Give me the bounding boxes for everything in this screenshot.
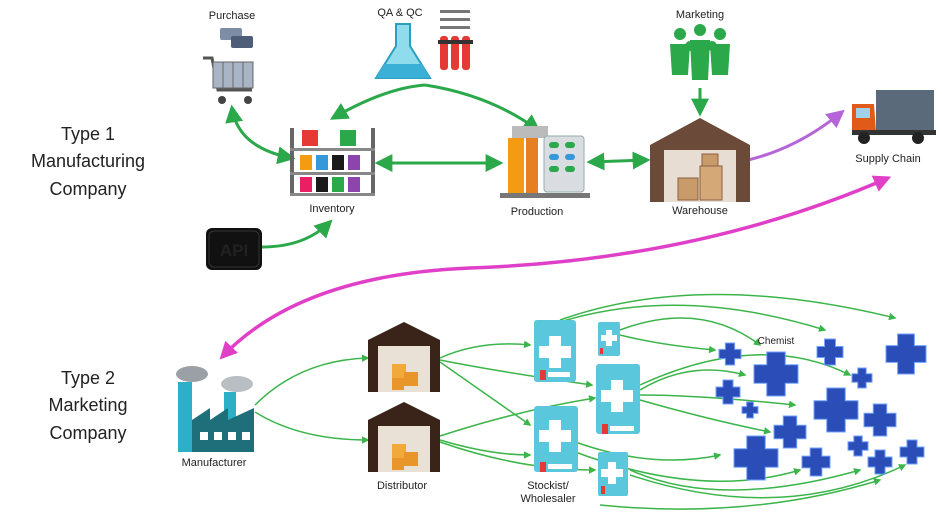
arrow-supply-manufacturer xyxy=(219,175,892,360)
chemist-crosses xyxy=(715,333,927,481)
medical-cross-icon xyxy=(813,387,859,433)
shopping-cart-icon xyxy=(203,28,254,104)
line-mfr-dist2 xyxy=(254,411,370,444)
supply-chain-label: Supply Chain xyxy=(855,153,920,165)
medical-cross-icon xyxy=(816,338,844,366)
pharmacy-card-icon xyxy=(596,364,640,434)
pharmacy-card-icon xyxy=(534,320,576,382)
type2-heading: Type 2 Marketing Company xyxy=(48,368,127,443)
medical-cross-icon xyxy=(899,439,925,465)
arrow-purchase-inventory xyxy=(225,104,296,165)
medical-cross-icon xyxy=(885,333,927,375)
medical-cross-icon xyxy=(773,415,807,449)
warehouse-door-icon xyxy=(368,322,440,392)
warehouse-door-icon xyxy=(368,402,440,472)
api-label: API xyxy=(220,241,248,260)
inventory-node: Inventory xyxy=(290,128,375,215)
truck-icon xyxy=(852,90,936,144)
chemist-label: Chemist xyxy=(758,336,795,347)
qa-qc-node: QA & QC xyxy=(374,7,473,79)
line-s3-c6 xyxy=(639,394,797,409)
chemist-node: Chemist xyxy=(715,333,927,481)
arrow-api-inventory xyxy=(261,219,333,249)
purchase-node: Purchase xyxy=(203,10,255,104)
stockist-label-line1: Stockist/ xyxy=(527,480,570,492)
factory-machine-icon xyxy=(500,126,590,198)
arrow-warehouse-supply xyxy=(747,109,845,162)
stockist-label-line2: Wholesaler xyxy=(520,493,575,505)
pharmacy-card-icon xyxy=(598,452,628,496)
inventory-label: Inventory xyxy=(309,203,355,215)
api-node: API xyxy=(206,228,262,270)
line-d1-s1 xyxy=(439,340,532,359)
medical-cross-icon xyxy=(851,367,873,389)
warehouse-icon xyxy=(650,118,750,202)
marketing-label: Marketing xyxy=(676,9,724,21)
distributor-label: Distributor xyxy=(377,480,427,492)
distributor-node: Distributor xyxy=(368,322,440,492)
medical-cross-icon xyxy=(753,351,799,397)
manufacturer-label: Manufacturer xyxy=(182,457,247,469)
line-d2-s3 xyxy=(439,395,597,437)
network-lines xyxy=(254,293,907,510)
production-node: Production xyxy=(500,126,590,218)
line-s5-c10 xyxy=(629,468,862,491)
arrow-qa-production xyxy=(424,83,541,133)
line-s3-c8 xyxy=(639,399,772,435)
stockist-node: Stockist/ Wholesaler xyxy=(520,320,640,505)
lab-flask-icon xyxy=(374,23,432,79)
line-s2-c1 xyxy=(619,334,717,354)
line-s5-c11 xyxy=(629,464,907,499)
line-s4-c7 xyxy=(569,439,722,461)
medical-cross-icon xyxy=(847,435,869,457)
line-d1-s4 xyxy=(439,361,532,426)
type1-line2: Company xyxy=(49,179,126,199)
supply-chain-node: Supply Chain xyxy=(852,90,936,165)
type1-line1: Manufacturing xyxy=(31,151,145,171)
medical-cross-icon xyxy=(863,403,897,437)
line-d2-s4 xyxy=(439,439,532,459)
test-tubes-icon xyxy=(438,10,473,70)
factory-icon xyxy=(176,366,254,452)
type2-line1: Marketing xyxy=(48,395,127,415)
type2-line2: Company xyxy=(49,423,126,443)
arrow-inventory-qa xyxy=(329,83,426,120)
pharmacy-card-icon xyxy=(598,322,620,356)
marketing-node: Marketing xyxy=(670,9,730,80)
api-chip-icon xyxy=(206,228,262,270)
pharmacy-card-icon xyxy=(534,406,578,472)
qa-qc-label: QA & QC xyxy=(377,7,422,19)
warehouse-node: Warehouse xyxy=(650,118,750,217)
line-d1-s3 xyxy=(439,359,594,388)
medical-cross-icon xyxy=(867,449,893,475)
line-s6-c10 xyxy=(599,478,882,510)
arrow-production-warehouse xyxy=(586,151,651,171)
production-label: Production xyxy=(511,206,564,218)
type1-tag: Type 1 xyxy=(61,124,115,144)
people-group-icon xyxy=(670,24,730,80)
type1-heading: Type 1 Manufacturing Company xyxy=(31,124,145,199)
medical-cross-icon xyxy=(741,401,759,419)
manufacturer-node: Manufacturer xyxy=(176,366,254,469)
line-s2-c2 xyxy=(619,317,762,346)
medical-cross-icon xyxy=(733,435,779,481)
line-s1-c-far xyxy=(559,293,897,321)
line-s1-c3 xyxy=(559,304,827,332)
line-s3-c2 xyxy=(639,369,747,391)
purchase-label: Purchase xyxy=(209,10,255,22)
medical-cross-icon xyxy=(718,342,742,366)
medical-cross-icon xyxy=(715,379,741,405)
line-s3-c5 xyxy=(639,354,852,386)
warehouse-label: Warehouse xyxy=(672,205,728,217)
line-mfr-dist1 xyxy=(254,354,370,406)
shelf-icon xyxy=(290,128,375,196)
type2-tag: Type 2 xyxy=(61,368,115,388)
medical-cross-icon xyxy=(801,447,831,477)
